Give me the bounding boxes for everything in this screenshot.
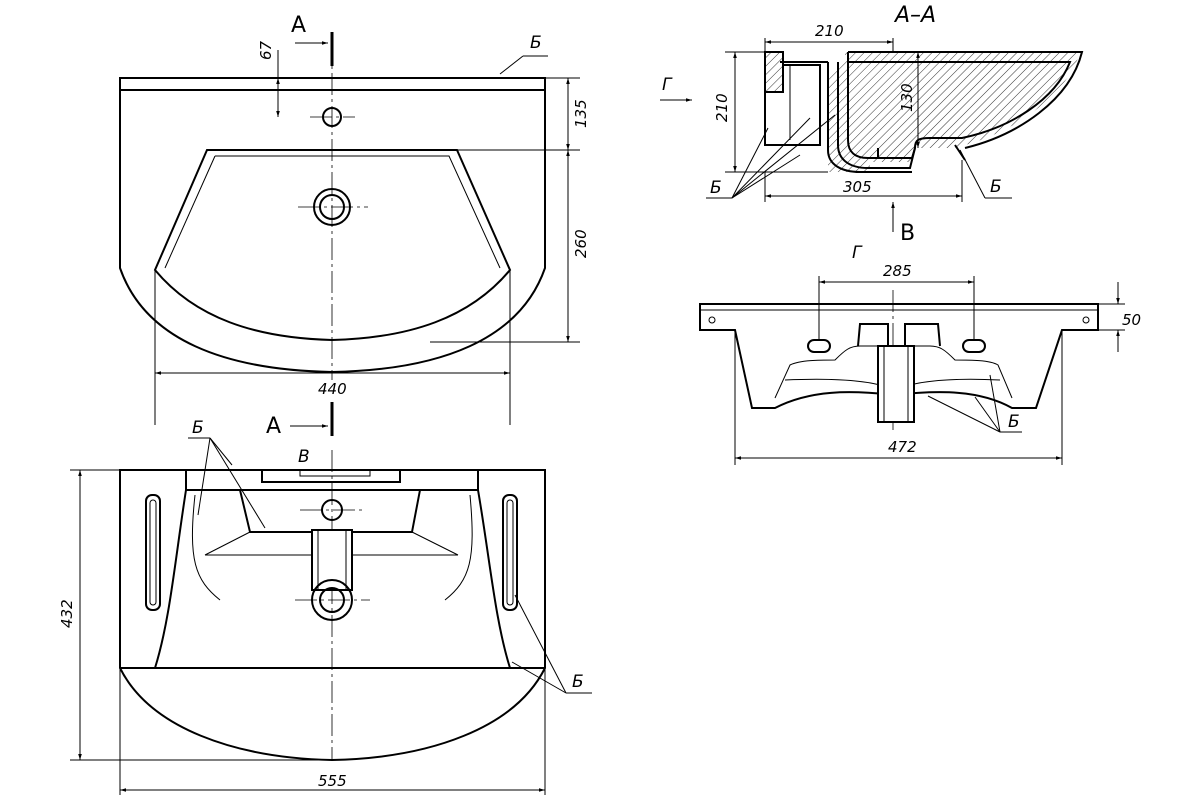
slot-right: [962, 339, 986, 353]
dim-130: 130: [898, 83, 916, 112]
section-mark-a-bottom: А: [266, 414, 281, 439]
top-view: 67 135 260 440 А Б: [119, 13, 590, 425]
basin-outline-bottom: [119, 469, 546, 762]
label-b-6: Б: [1008, 412, 1020, 432]
label-b-1: Б: [530, 33, 542, 53]
dim-260: 260: [572, 229, 590, 258]
dim-50: 50: [1122, 311, 1141, 329]
section-a-a: А–А 210 210 130 305 Г В: [660, 3, 1084, 246]
view-g-arrow: Г: [662, 75, 673, 95]
dim-210-h: 210: [815, 22, 844, 40]
label-b-3: Б: [572, 672, 584, 692]
view-g: Г 285 50 472: [699, 243, 1141, 465]
dim-555: 555: [318, 772, 347, 790]
left-mounting-slot: [145, 494, 161, 611]
label-b-5: Б: [990, 177, 1002, 197]
right-mounting-slot: [502, 494, 518, 611]
view-v-mark: В: [298, 447, 310, 467]
dim-285: 285: [883, 262, 912, 280]
drain-tube-side: [877, 345, 915, 423]
dim-440: 440: [318, 380, 347, 398]
tap-hole: [322, 107, 342, 127]
view-g-title: Г: [852, 243, 863, 263]
section-shell: [765, 52, 1080, 172]
flange-hole-left: [708, 316, 716, 324]
flange-hole-right: [1082, 316, 1090, 324]
drain-tube: [311, 529, 353, 591]
slot-left: [807, 339, 831, 353]
bottom-view: 432 555 А В Б Б: [58, 402, 592, 795]
section-mark-a-top: А: [291, 13, 306, 38]
dim-210-v: 210: [713, 93, 731, 122]
section-title: А–А: [893, 3, 936, 28]
drain-hole: [313, 188, 351, 226]
bowl-outline-top: [153, 149, 512, 342]
view-v-arrow: В: [900, 221, 915, 246]
label-b-2: Б: [192, 418, 204, 438]
dim-432: 432: [58, 599, 76, 628]
dim-135: 135: [572, 99, 590, 128]
dim-472: 472: [888, 438, 917, 456]
dim-67: 67: [257, 40, 275, 60]
dim-305: 305: [843, 178, 872, 196]
label-b-4: Б: [710, 178, 722, 198]
